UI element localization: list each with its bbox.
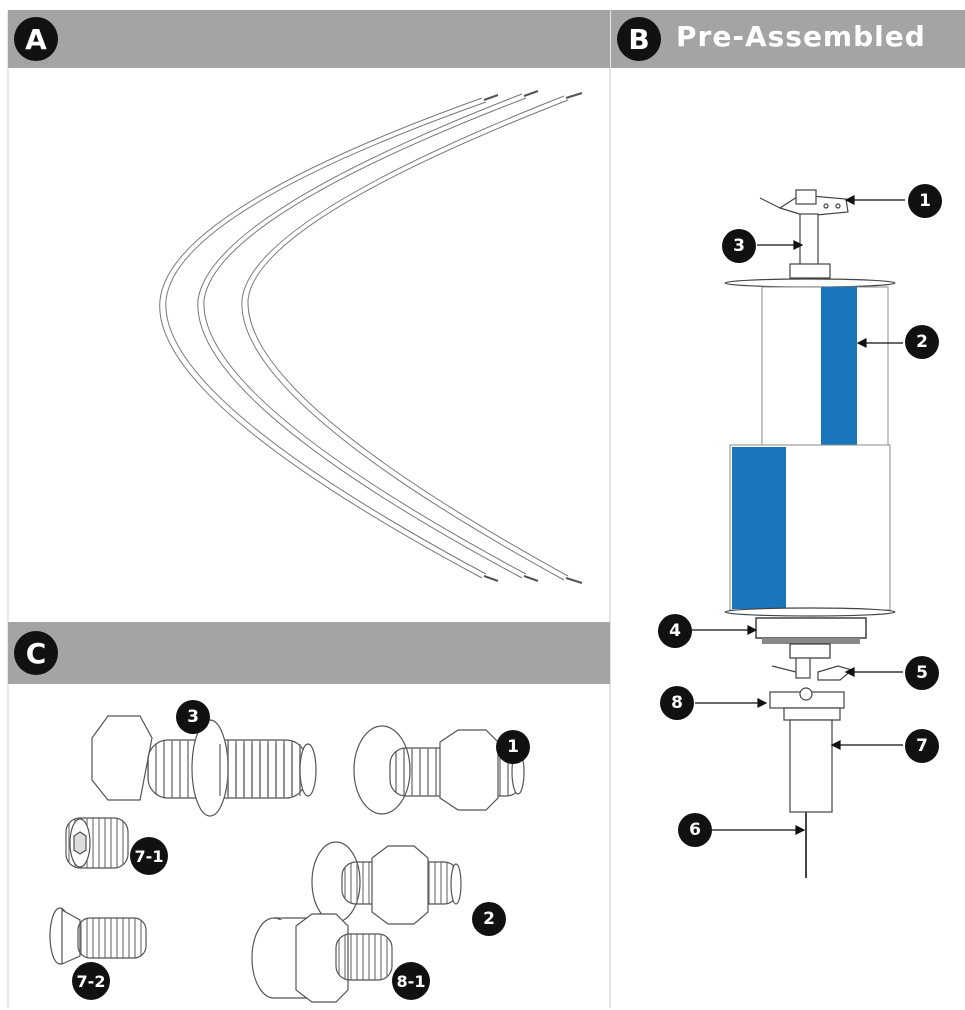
hw-callout-3: 3	[176, 700, 210, 734]
panel-a-header	[8, 10, 610, 68]
callout-4: 4	[658, 614, 692, 648]
callout-8: 8	[660, 686, 694, 720]
panel-c-badge: C	[14, 631, 58, 675]
callout-3: 3	[722, 229, 756, 263]
hw-callout-7-1: 7-1	[130, 837, 168, 875]
panel-c-header	[8, 622, 610, 684]
hw-callout-1: 1	[496, 730, 530, 764]
callout-6: 6	[678, 813, 712, 847]
lower-blade	[732, 447, 786, 609]
panel-b-header	[611, 10, 965, 68]
callout-5: 5	[905, 656, 939, 690]
hw-callout-2: 2	[472, 902, 506, 936]
panel-a-badge: A	[14, 17, 58, 61]
callout-1: 1	[908, 184, 942, 218]
hw-callout-8-1: 8-1	[392, 962, 430, 1000]
panel-b-title: Pre-Assembled	[676, 20, 926, 53]
callout-2: 2	[905, 325, 939, 359]
panel-b-badge: B	[617, 17, 661, 61]
hw-callout-7-2: 7-2	[72, 962, 110, 1000]
callout-7: 7	[905, 729, 939, 763]
upper-blade	[821, 287, 857, 445]
